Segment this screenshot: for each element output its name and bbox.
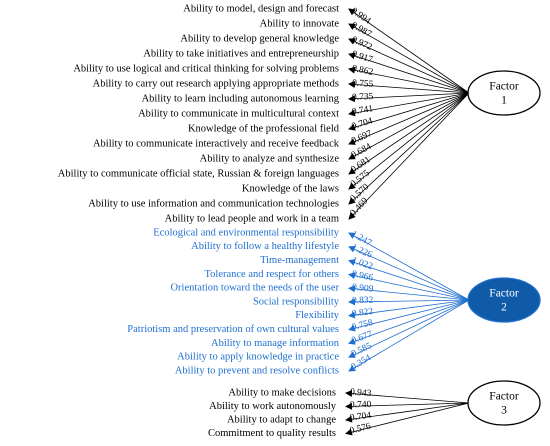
factor2-loading-arrow bbox=[348, 272, 470, 301]
factor1-loading-arrow bbox=[348, 80, 470, 94]
factor1-item-label: Ability to use logical and critical thin… bbox=[73, 63, 339, 74]
factor2-loading-arrow bbox=[348, 299, 470, 345]
factor2-item-label: Flexibility bbox=[295, 310, 340, 321]
factor3-loading-value: 0.740 bbox=[350, 400, 372, 411]
factor1-item-label: Ability to carry out research applying a… bbox=[93, 78, 339, 89]
factor1-loading-arrow bbox=[348, 92, 470, 103]
factor2-loading-arrow bbox=[348, 298, 470, 306]
factor3-loading-arrow bbox=[345, 402, 470, 423]
factor1-item-label: Knowledge of the laws bbox=[242, 183, 339, 194]
factor1-node bbox=[467, 70, 541, 116]
factor2-item-label: Ability to manage information bbox=[211, 338, 340, 349]
factor1-item-label: Ability to lead people and work in a tea… bbox=[165, 213, 339, 224]
factor3-loading-value: 0.704 bbox=[349, 411, 372, 424]
factor2-item-label: Ability to prevent and resolve conflicts bbox=[175, 365, 339, 376]
factor3-loading-value: 0.943 bbox=[350, 388, 372, 400]
factor2-loading-value: 0.966 bbox=[351, 269, 374, 283]
factor3-number: 3 bbox=[501, 405, 507, 417]
factor1-loading-arrow bbox=[348, 92, 470, 220]
factor1-item-label: Ability to communicate in multicultural … bbox=[138, 108, 339, 119]
factor2-loading-value: 0.822 bbox=[351, 307, 374, 320]
factor1-title: Factor bbox=[489, 81, 519, 93]
factor1-loading-arrow bbox=[348, 92, 470, 131]
competency-items: Ability to model, design and forecastAbi… bbox=[58, 3, 340, 439]
factor1-loading-arrow bbox=[348, 66, 470, 94]
factor1-item-label: Ability to communicate interactively and… bbox=[93, 138, 340, 149]
factor1-loading-value: 0.755 bbox=[352, 78, 374, 90]
factor1-loading-value: 0.862 bbox=[351, 64, 374, 78]
factor1-item-label: Ability to analyze and synthesize bbox=[200, 153, 340, 164]
factor3-loading-arrow bbox=[345, 389, 470, 404]
factor3-item-label: Ability to work autonomously bbox=[209, 401, 337, 412]
factor1-item-label: Ability to model, design and forecast bbox=[183, 3, 339, 14]
factor2-item-label: Ability to follow a healthy lifestyle bbox=[191, 241, 339, 252]
factor2-item-label: Time-management bbox=[260, 255, 339, 266]
loading-values: 0.9940.9870.9720.9170.8620.7550.7350.741… bbox=[349, 6, 375, 436]
factor1-loading-value: 0.741 bbox=[351, 104, 374, 118]
factor2-item-label: Tolerance and respect for others bbox=[204, 269, 339, 280]
factor1-item-label: Ability to use information and communica… bbox=[88, 198, 339, 209]
factor3-loading-value: 0.576 bbox=[349, 422, 372, 437]
factor1-loading-value: 0.735 bbox=[352, 92, 374, 103]
factor2-item-label: Orientation toward the needs of the user bbox=[170, 283, 339, 294]
factor3-item-label: Commitment to quality results bbox=[208, 428, 336, 439]
factor1-loading-arrow bbox=[348, 92, 470, 190]
factor2-item-label: Social responsibility bbox=[253, 296, 340, 307]
factor3-loading-arrow bbox=[345, 402, 470, 436]
loading-arrows bbox=[345, 8, 470, 436]
factor1-loading-arrow bbox=[348, 23, 470, 94]
factor2-loading-value: 0.909 bbox=[351, 283, 374, 295]
factor1-loading-arrow bbox=[348, 38, 470, 94]
factor1-loading-arrow bbox=[348, 8, 470, 94]
factor2-loading-value: 0.758 bbox=[351, 318, 374, 333]
factor1-item-label: Ability to take initiatives and entrepre… bbox=[143, 48, 339, 59]
factor3-item-label: Ability to adapt to change bbox=[227, 414, 336, 425]
factor1-item-label: Ability to communicate official state, R… bbox=[58, 168, 339, 179]
factor1-item-label: Ability to innovate bbox=[260, 18, 340, 29]
factor2-number: 2 bbox=[501, 302, 507, 314]
factor3-item-label: Ability to make decisions bbox=[228, 387, 336, 398]
factor2-loading-arrow bbox=[348, 285, 470, 301]
factor2-loading-arrow bbox=[348, 299, 470, 332]
factor1-loading-arrow bbox=[348, 52, 470, 94]
factor1-loading-arrow bbox=[348, 92, 470, 145]
factor2-title: Factor bbox=[489, 288, 519, 300]
factor1-item-label: Ability to learn including autonomous le… bbox=[142, 93, 340, 104]
factor2-loading-value: 0.832 bbox=[352, 296, 374, 306]
factor3-node bbox=[467, 380, 541, 426]
factor1-loading-value: 0.704 bbox=[351, 116, 375, 132]
factor1-item-label: Knowledge of the professional field bbox=[188, 123, 340, 134]
factor2-item-label: Ecological and environmental responsibil… bbox=[153, 227, 339, 238]
factor2-item-label: Patriotism and preservation of own cultu… bbox=[127, 324, 339, 335]
factor2-loading-arrow bbox=[348, 259, 470, 301]
factor2-loading-arrow bbox=[348, 299, 470, 358]
factor2-item-label: Ability to apply knowledge in practice bbox=[177, 352, 339, 363]
factor3-title: Factor bbox=[489, 391, 519, 403]
factor1-loading-arrow bbox=[348, 92, 470, 205]
factor2-loading-arrow bbox=[348, 246, 470, 301]
factor1-item-label: Ability to develop general knowledge bbox=[180, 33, 339, 44]
factor2-loading-arrow bbox=[348, 299, 470, 372]
factor2-loading-arrow bbox=[348, 232, 470, 301]
factor1-loading-arrow bbox=[348, 92, 470, 175]
factor1-number: 1 bbox=[501, 95, 507, 107]
factor3-loading-arrow bbox=[345, 402, 470, 410]
factor2-node bbox=[467, 277, 541, 323]
factor2-loading-arrow bbox=[348, 299, 470, 319]
factor1-loading-arrow bbox=[348, 92, 470, 160]
factor1-loading-arrow bbox=[348, 92, 470, 117]
